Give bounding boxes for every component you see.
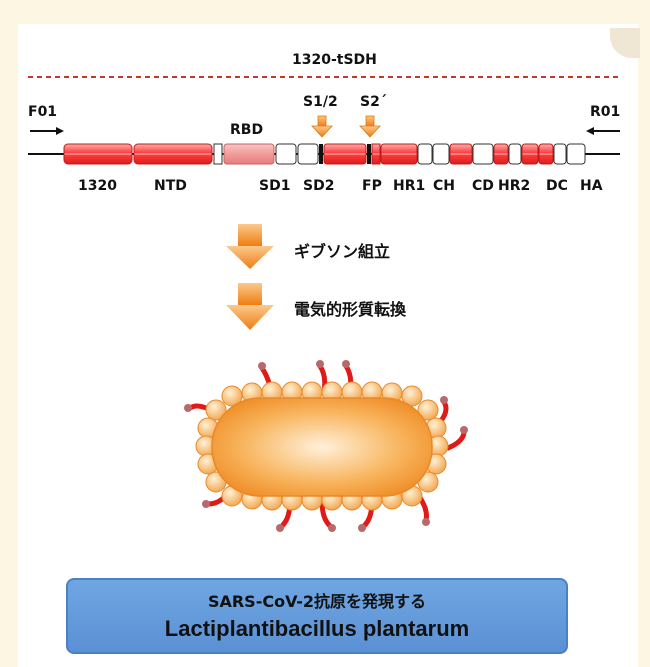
step-gibson-assembly: ギブソン組立	[294, 242, 391, 261]
bacterium-body	[211, 397, 433, 497]
construct-title: 1320-tSDH	[292, 52, 377, 68]
result-line-2: Lactiplantibacillus plantarum	[164, 616, 470, 641]
segment-hr1	[380, 143, 418, 165]
segment-cd	[472, 143, 494, 165]
segment-ch-b	[432, 143, 450, 165]
bacterium-illustration	[184, 360, 468, 532]
result-line-1: SARS-CoV-2抗原を発現する	[207, 592, 427, 611]
domain-label-hr1: HR1	[393, 178, 426, 194]
step2-down-arrow-icon	[226, 283, 274, 330]
segment-s12-site	[319, 144, 323, 164]
domain-label-fp: FP	[362, 178, 382, 194]
figure-panel	[18, 24, 638, 667]
segment-ch-c	[449, 143, 473, 165]
antigen-tips	[184, 360, 468, 532]
domain-label-sd2: SD2	[303, 178, 335, 194]
domain-label-sd1: SD1	[259, 178, 291, 194]
segment-hr2-a	[508, 143, 522, 165]
domain-label-hr2: HR2	[498, 178, 531, 194]
result-box: SARS-CoV-2抗原を発現する Lactiplantibacillus pl…	[66, 578, 568, 654]
step1-down-arrow-icon	[226, 224, 274, 269]
segment-fp	[371, 143, 381, 165]
segment-s2	[323, 143, 367, 165]
step-electroporation: 電気的形質転換	[294, 300, 407, 319]
segment-hr2-b	[521, 143, 539, 165]
construct-segments	[63, 143, 586, 165]
segment-rbd	[223, 143, 275, 165]
segment-sd1	[275, 143, 297, 165]
primer-r01-label: R01	[590, 104, 621, 120]
domain-label-ntd: NTD	[154, 178, 187, 194]
domain-label-1320: 1320	[78, 178, 117, 194]
domain-label-dc: DC	[546, 178, 568, 194]
domain-label-ch: CH	[433, 178, 455, 194]
primer-f01-arrow	[30, 127, 64, 135]
s12-site-label: S1/2	[303, 94, 338, 110]
segment-ch-a	[417, 143, 433, 165]
primer-r01-arrow	[586, 127, 620, 135]
segment-linker	[213, 143, 223, 165]
domain-label-cd: CD	[472, 178, 494, 194]
s2prime-site-label: S2´	[360, 94, 387, 110]
segment-ntd	[133, 143, 213, 165]
segment-1320	[63, 143, 133, 165]
primer-f01-label: F01	[28, 104, 58, 120]
s2prime-cleavage-arrow-icon	[359, 115, 381, 138]
domain-label-ha: HA	[580, 178, 603, 194]
segment-dc	[538, 143, 554, 165]
segment-ha-b	[566, 143, 586, 165]
segment-s2prime-site	[367, 144, 371, 164]
segment-cd-b	[493, 143, 509, 165]
segment-sd2	[297, 143, 319, 165]
segment-ha-a	[553, 143, 567, 165]
s12-cleavage-arrow-icon	[311, 115, 333, 138]
rbd-label: RBD	[230, 122, 264, 138]
